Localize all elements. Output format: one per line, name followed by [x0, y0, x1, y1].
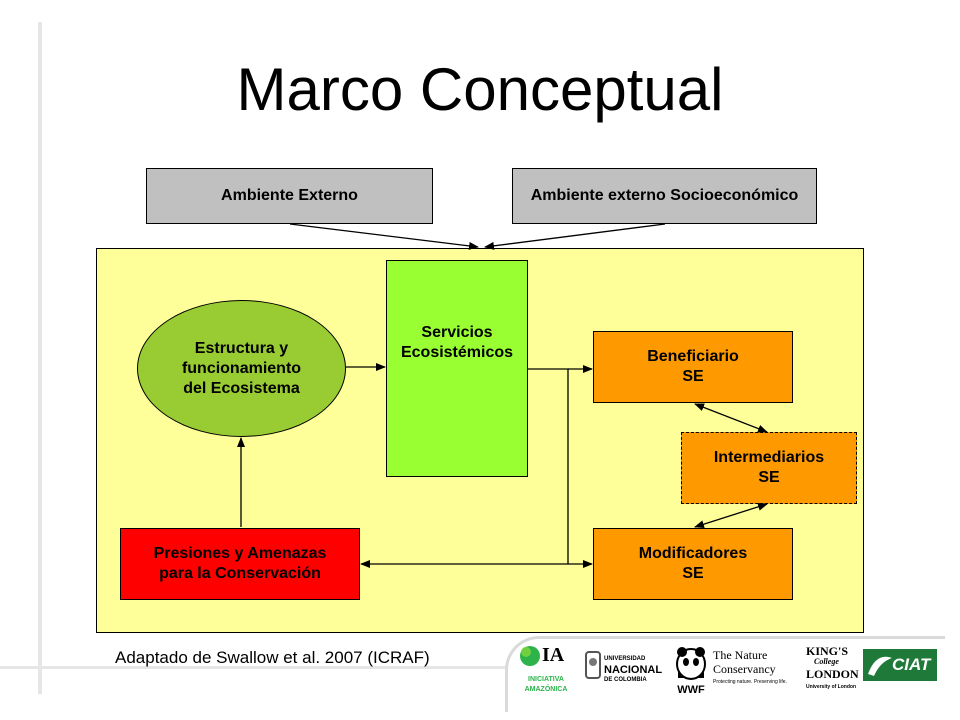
source-caption: Adaptado de Swallow et al. 2007 (ICRAF)	[115, 648, 430, 667]
slide-horizontal-rule	[0, 666, 505, 669]
presiones-line-1: Presiones y Amenazas	[153, 545, 327, 562]
servicios-line-2: Ecosistémicos	[400, 344, 514, 361]
estructura-line-3: del Ecosistema	[183, 379, 300, 397]
estructura-line-2: funcionamiento	[181, 359, 302, 377]
estructura-ecosistema-ellipse: Estructura y funcionamiento del Ecosiste…	[137, 300, 346, 437]
beneficiario-line-2: SE	[682, 368, 704, 385]
beneficiario-line-1: Beneficiario	[647, 348, 739, 365]
beneficiario-box: Beneficiario SE	[593, 331, 793, 403]
ambiente-externo-label: Ambiente Externo	[221, 187, 358, 204]
estructura-line-1: Estructura y	[194, 339, 289, 357]
arrow-socio-to-area	[484, 223, 666, 250]
ciat-logo: CIAT	[862, 648, 938, 684]
nature-conservancy-logo: The Nature Conservancy Protecting nature…	[713, 648, 787, 685]
servicios-ecosistemicos-box: Servicios Ecosistémicos	[386, 260, 528, 477]
intermediarios-line-1: Intermediarios	[713, 449, 825, 466]
connector-servicios-vertical	[528, 368, 569, 564]
universidad-nacional-logo: UNIVERSIDAD NACIONAL DE COLOMBIA	[584, 644, 670, 704]
servicios-line-1: Servicios	[421, 324, 493, 341]
arrow-externo-to-area	[289, 223, 479, 250]
modificadores-line-1: Modificadores	[638, 545, 748, 562]
slide-title: Marco Conceptual	[236, 56, 724, 123]
ambiente-externo-box: Ambiente Externo	[146, 168, 433, 224]
arrow-intermediarios-modificadores	[694, 502, 768, 529]
slide-vertical-rule	[38, 22, 42, 694]
arrow-beneficiario-intermediarios	[694, 403, 768, 433]
kings-college-logo: KING'S College LONDON University of Lond…	[806, 644, 859, 690]
presiones-line-2: para la Conservación	[159, 565, 321, 582]
wwf-logo: WWF	[672, 644, 710, 706]
intermediarios-box: Intermediarios SE	[681, 432, 857, 504]
modificadores-box: Modificadores SE	[593, 528, 793, 600]
iniciativa-amazonica-logo: IA INICIATIVA AMAZÓNICA	[518, 640, 574, 706]
ambiente-socioeconomico-label: Ambiente externo Socioeconómico	[530, 187, 799, 204]
intermediarios-line-2: SE	[758, 469, 780, 486]
presiones-amenazas-box: Presiones y Amenazas para la Conservació…	[120, 528, 360, 600]
modificadores-line-2: SE	[682, 565, 704, 582]
